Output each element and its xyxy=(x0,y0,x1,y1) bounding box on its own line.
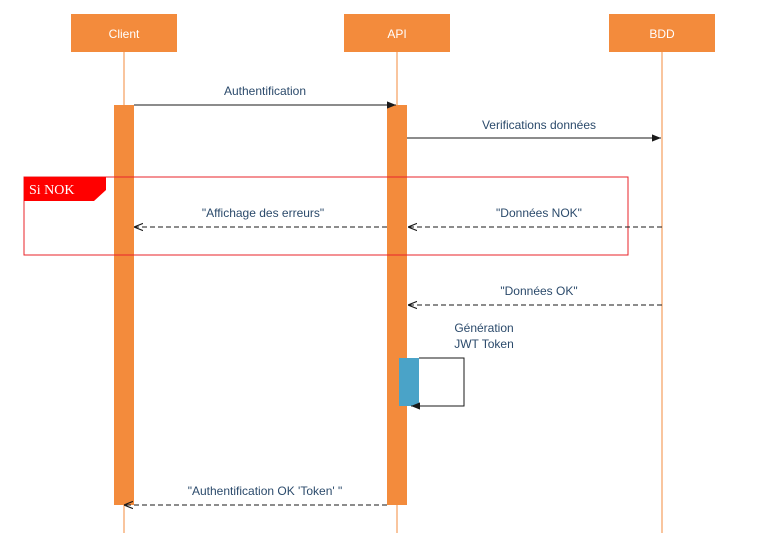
activation-api-self xyxy=(399,358,419,406)
participant-api-box xyxy=(344,14,450,52)
frame-si-nok: Si NOK xyxy=(23,176,629,256)
participant-bdd-box xyxy=(609,14,715,52)
message-affichage-erreurs-label: "Affichage des erreurs" xyxy=(202,206,324,220)
activation-client xyxy=(114,105,134,505)
participant-client-box xyxy=(71,14,177,52)
participant-bdd: BDD xyxy=(609,14,715,52)
participant-bdd-label: BDD xyxy=(649,27,675,41)
activation-api xyxy=(387,105,407,505)
message-donnees-nok-label: "Données NOK" xyxy=(496,206,582,220)
participant-api-label: API xyxy=(387,27,406,41)
message-auth-ok-token-label: "Authentification OK 'Token' " xyxy=(188,484,343,498)
participant-client: Client xyxy=(71,14,177,52)
participant-client-label: Client xyxy=(109,27,140,41)
message-verifications-label: Verifications données xyxy=(482,118,596,132)
message-authentification-label: Authentification xyxy=(224,84,306,98)
frame-label-tab xyxy=(24,177,106,201)
message-donnees-ok-label: "Données OK" xyxy=(500,284,577,298)
participant-api: API xyxy=(344,14,450,52)
frame-border xyxy=(23,176,629,256)
message-generation-label-line2: JWT Token xyxy=(454,337,514,351)
frame-label: Si NOK xyxy=(29,183,75,198)
message-generation-label-line1: Génération xyxy=(454,321,513,335)
message-generation-arrow xyxy=(411,357,465,410)
